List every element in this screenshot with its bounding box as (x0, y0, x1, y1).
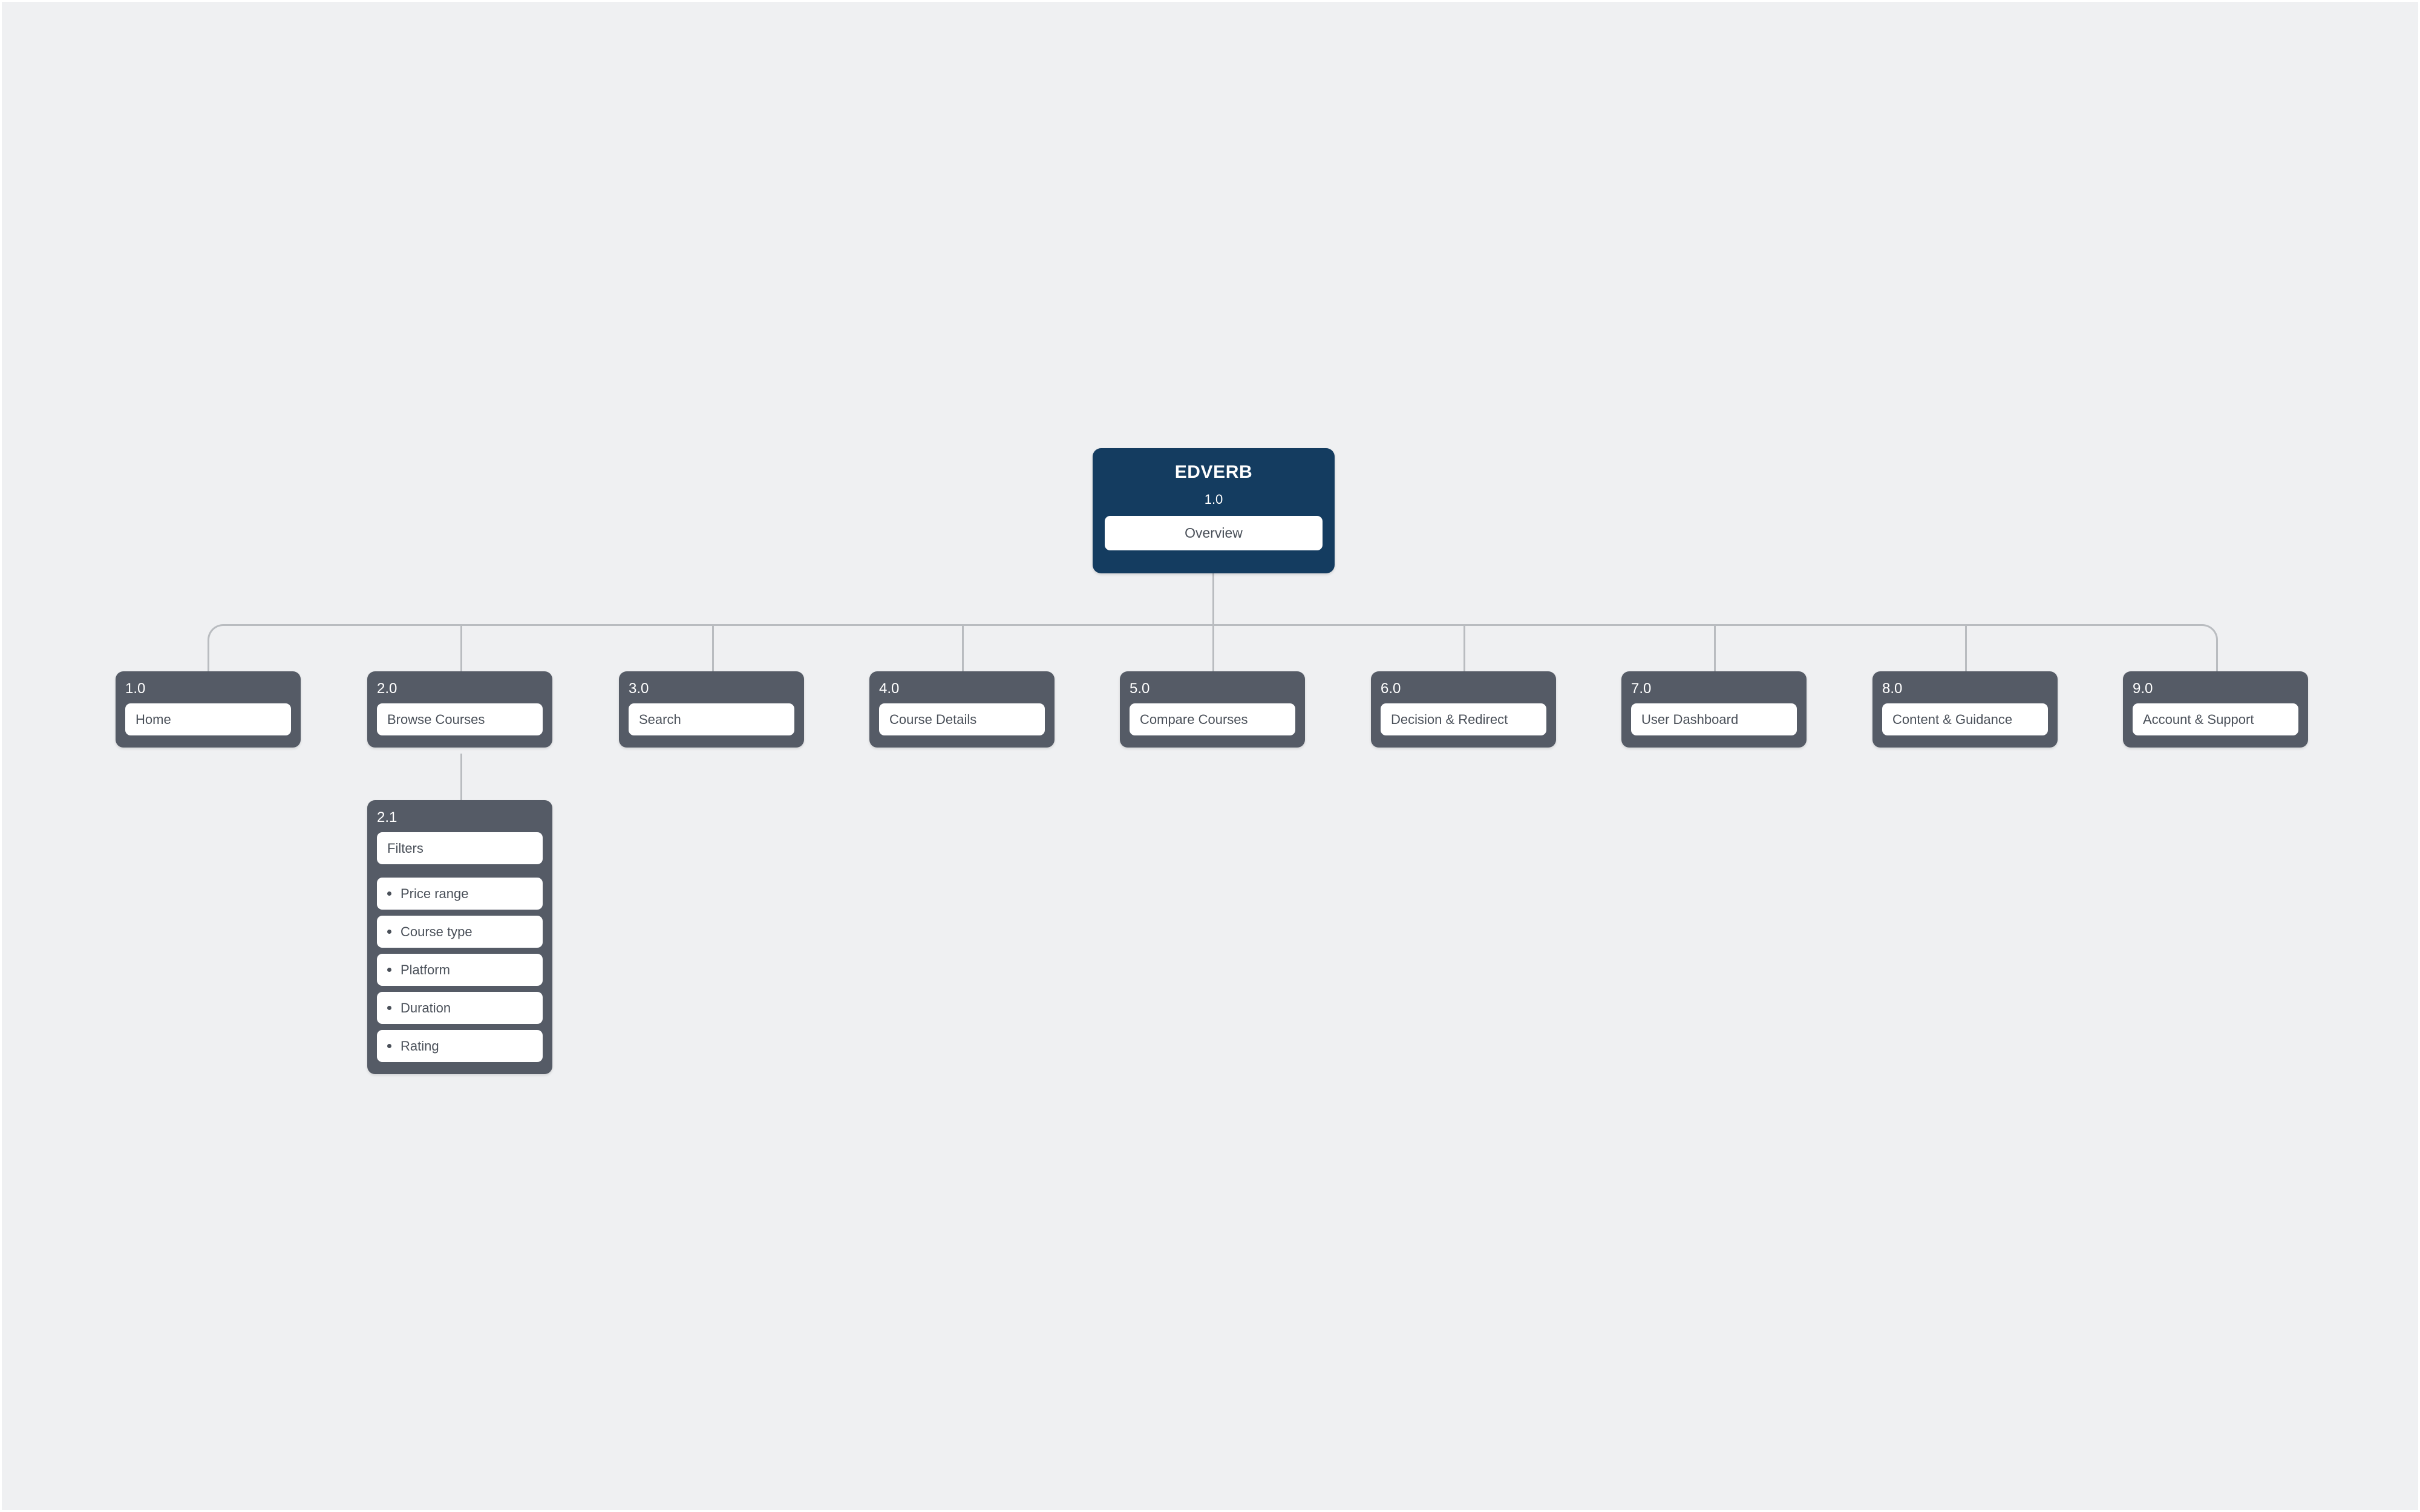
node-number: 1.0 (125, 680, 146, 697)
bullet-dot-icon (387, 1006, 391, 1011)
node-number: 4.0 (879, 680, 900, 697)
bullet-dot-icon (387, 930, 391, 934)
filter-option-label: Duration (401, 1000, 451, 1015)
node-label[interactable]: Account & Support (2133, 703, 2298, 735)
root-node-edverb[interactable]: EDVERB 1.0 Overview (1093, 448, 1335, 573)
node-label[interactable]: Filters (377, 832, 543, 864)
node-4-0-course-details[interactable]: 4.0 Course Details (869, 671, 1055, 748)
filter-option-label: Price range (401, 886, 469, 901)
node-label[interactable]: Decision & Redirect (1381, 703, 1546, 735)
node-label[interactable]: Search (629, 703, 794, 735)
node-number: 9.0 (2133, 680, 2153, 697)
node-2-1-filters[interactable]: 2.1 Filters Price range Course type Plat… (367, 800, 552, 1074)
bullet-dot-icon (387, 968, 391, 973)
node-number: 6.0 (1381, 680, 1401, 697)
filter-option-platform[interactable]: Platform (377, 954, 543, 986)
node-3-0-search[interactable]: 3.0 Search (619, 671, 804, 748)
node-2-0-browse-courses[interactable]: 2.0 Browse Courses (367, 671, 552, 748)
root-title: EDVERB (1174, 462, 1253, 482)
filter-option-duration[interactable]: Duration (377, 992, 543, 1024)
node-6-0-decision-redirect[interactable]: 6.0 Decision & Redirect (1371, 671, 1556, 748)
connector-elbow-right (2200, 624, 2218, 674)
connector-drop-4 (962, 624, 964, 672)
node-label[interactable]: Compare Courses (1130, 703, 1295, 735)
filter-option-label: Rating (401, 1038, 439, 1054)
node-8-0-content-guidance[interactable]: 8.0 Content & Guidance (1872, 671, 2058, 748)
node-number: 3.0 (629, 680, 649, 697)
connector-drop-7 (1714, 624, 1716, 672)
node-label[interactable]: Browse Courses (377, 703, 543, 735)
connector-drop-2 (460, 624, 462, 672)
connector-drop-2-1 (460, 754, 462, 801)
node-7-0-user-dashboard[interactable]: 7.0 User Dashboard (1621, 671, 1807, 748)
node-9-0-account-support[interactable]: 9.0 Account & Support (2123, 671, 2308, 748)
filter-option-label: Platform (401, 962, 450, 977)
connector-root-stem (1212, 573, 1214, 672)
connector-bus (223, 624, 2200, 626)
node-1-0-home[interactable]: 1.0 Home (116, 671, 301, 748)
filter-option-label: Course type (401, 924, 473, 939)
connector-elbow-left (208, 624, 225, 674)
connector-drop-8 (1965, 624, 1967, 672)
filter-option-price-range[interactable]: Price range (377, 878, 543, 910)
connector-drop-6 (1463, 624, 1465, 672)
filter-option-course-type[interactable]: Course type (377, 916, 543, 948)
filter-options-list: Price range Course type Platform Duratio… (377, 878, 543, 1062)
node-number: 2.0 (377, 680, 397, 697)
node-label[interactable]: User Dashboard (1631, 703, 1797, 735)
node-number: 5.0 (1130, 680, 1150, 697)
connector-drop-3 (712, 624, 714, 672)
node-number: 8.0 (1882, 680, 1903, 697)
node-label[interactable]: Home (125, 703, 291, 735)
root-label-overview[interactable]: Overview (1105, 516, 1323, 550)
bullet-dot-icon (387, 891, 391, 896)
root-number: 1.0 (1204, 492, 1223, 507)
filter-option-rating[interactable]: Rating (377, 1030, 543, 1062)
node-5-0-compare-courses[interactable]: 5.0 Compare Courses (1120, 671, 1305, 748)
node-number: 7.0 (1631, 680, 1652, 697)
node-label[interactable]: Course Details (879, 703, 1045, 735)
node-number: 2.1 (377, 809, 397, 826)
node-label[interactable]: Content & Guidance (1882, 703, 2048, 735)
bullet-dot-icon (387, 1044, 391, 1049)
